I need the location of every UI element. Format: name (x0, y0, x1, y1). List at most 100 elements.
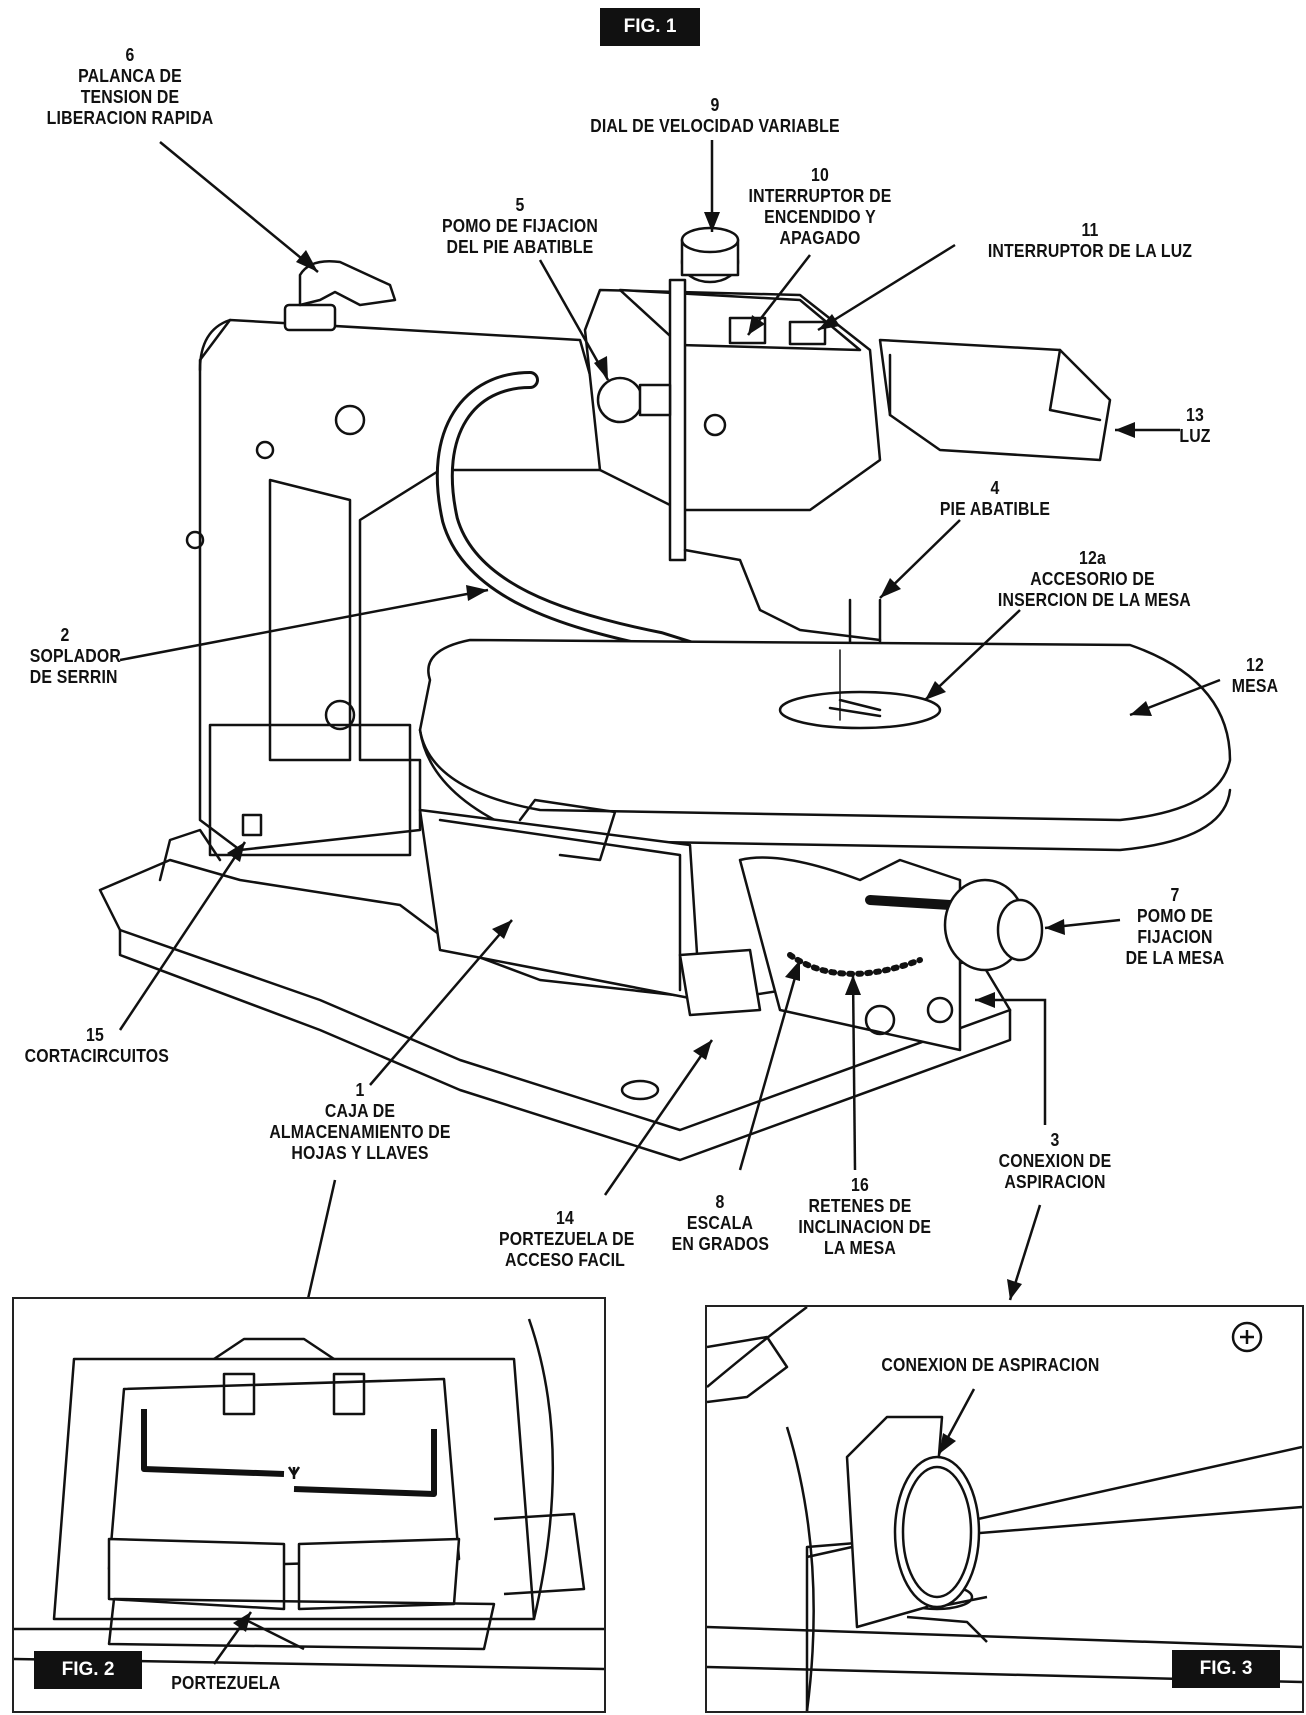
callout-number: 13 (1186, 405, 1204, 425)
arrowhead-c13 (1115, 422, 1135, 438)
light-switch-icon (788, 320, 827, 346)
callout-text-line: HOJAS Y LLAVES (291, 1143, 429, 1163)
callout-text-line: PORTEZUELA DE (499, 1229, 635, 1249)
arrowhead-c7 (1045, 919, 1065, 935)
storage-box-closeup (14, 1318, 604, 1671)
foot-lock-knob[interactable] (596, 376, 672, 424)
fig3-inset: CONEXION DE ASPIRACION FIG. 3 (705, 1305, 1304, 1713)
arrowhead-c5 (594, 356, 608, 380)
callout-text-line: MESA (1231, 676, 1279, 696)
callout-number: 1 (355, 1080, 365, 1100)
callout-number: 14 (556, 1208, 574, 1228)
callout-number: 3 (1050, 1130, 1060, 1150)
callout-text-line: CORTACIRCUITOS (24, 1046, 170, 1066)
callout-text-line: FIJACION (1137, 927, 1213, 947)
arrowhead-c1 (492, 920, 512, 939)
callout-text-line: RETENES DE (808, 1196, 912, 1216)
callout-text-line: INCLINACION DE (798, 1217, 932, 1237)
callout-text-line: CONEXION DE (998, 1151, 1112, 1171)
arrowhead-c11 (818, 314, 840, 330)
callout-number: 2 (60, 625, 70, 645)
tension-lever[interactable] (283, 260, 397, 332)
callout-number: 16 (851, 1175, 869, 1195)
arrowhead-c12a (925, 681, 946, 700)
leader-c2 (119, 588, 489, 662)
leader-c6 (159, 141, 319, 273)
callout-text-line: INTERRUPTOR DE LA LUZ (987, 241, 1193, 261)
callout-number: 15 (86, 1025, 104, 1045)
callout-text-line: ALMACENAMIENTO DE (269, 1122, 451, 1142)
arrowhead-c8 (785, 960, 800, 981)
callout-number: 11 (1081, 220, 1099, 240)
label-portezuela: PORTEZUELA (171, 1673, 281, 1693)
callout-text-line: INTERRUPTOR DE (748, 186, 892, 206)
leader-conexion-inset (937, 1388, 976, 1455)
callout-text-line: LIBERACION RAPIDA (46, 108, 214, 128)
arrowhead-c9 (704, 212, 720, 232)
arrowhead-c10 (748, 315, 765, 335)
arrowhead-c2 (466, 585, 488, 601)
arrowhead-c3-to-fig3 (1007, 1279, 1022, 1300)
callout-text-line: DEL PIE ABATIBLE (446, 237, 594, 257)
callout-text-line: PALANCA DE (78, 66, 182, 86)
callout-number: 9 (710, 95, 720, 115)
callout-text-line: DIAL DE VELOCIDAD VARIABLE (590, 116, 840, 136)
work-light (878, 338, 1112, 462)
leader-c12a (924, 609, 1021, 701)
callout-number: 12 (1246, 655, 1264, 675)
arrowhead-c3 (975, 992, 995, 1008)
arrowhead-c14 (693, 1040, 712, 1060)
callout-number: 7 (1170, 885, 1180, 905)
arrowhead-c16 (845, 975, 861, 995)
leader-c15 (118, 841, 247, 1031)
sawdust-blower-hose (435, 371, 749, 674)
leader-c11 (817, 243, 956, 332)
fig1-badge: FIG. 1 (600, 8, 700, 46)
callout-text-line: EN GRADOS (671, 1234, 770, 1254)
callout-text-line: ESCALA (686, 1213, 754, 1233)
callout-number: 8 (715, 1192, 725, 1212)
saw-table (418, 638, 1232, 852)
callout-text-line: ENCENDIDO Y (764, 207, 876, 227)
leader-c1 (369, 919, 513, 1086)
dust-port-closeup (707, 1307, 1302, 1711)
table-lock-knob[interactable] (865, 878, 1044, 972)
fig3-badge: FIG. 3 (1172, 1650, 1280, 1688)
arrowhead-c12 (1130, 701, 1152, 716)
callout-text-line: CAJA DE (324, 1101, 396, 1121)
arrowhead-c15 (227, 842, 245, 862)
fig2-inset: FIG. 2 PORTEZUELA (12, 1297, 606, 1713)
callout-number: 4 (990, 478, 1000, 498)
callout-number: 6 (125, 45, 135, 65)
hold-down-rod (668, 278, 882, 662)
callout-text-line: DE SERRIN (29, 667, 118, 687)
callout-text-line: LA MESA (824, 1238, 896, 1258)
callout-text-line: LUZ (1179, 426, 1211, 446)
callout-text-line: ACCESORIO DE (1030, 569, 1155, 589)
speed-dial[interactable] (680, 226, 740, 284)
callout-text-line: ACCESO FACIL (504, 1250, 626, 1270)
callout-text-line: DE LA MESA (1125, 948, 1225, 968)
leader-c14 (603, 1039, 714, 1196)
callout-text-line: POMO DE (1136, 906, 1214, 926)
callout-text-line: POMO DE FIJACION (442, 216, 598, 236)
fig2-badge: FIG. 2 (34, 1651, 142, 1689)
callout-number: 5 (515, 195, 525, 215)
